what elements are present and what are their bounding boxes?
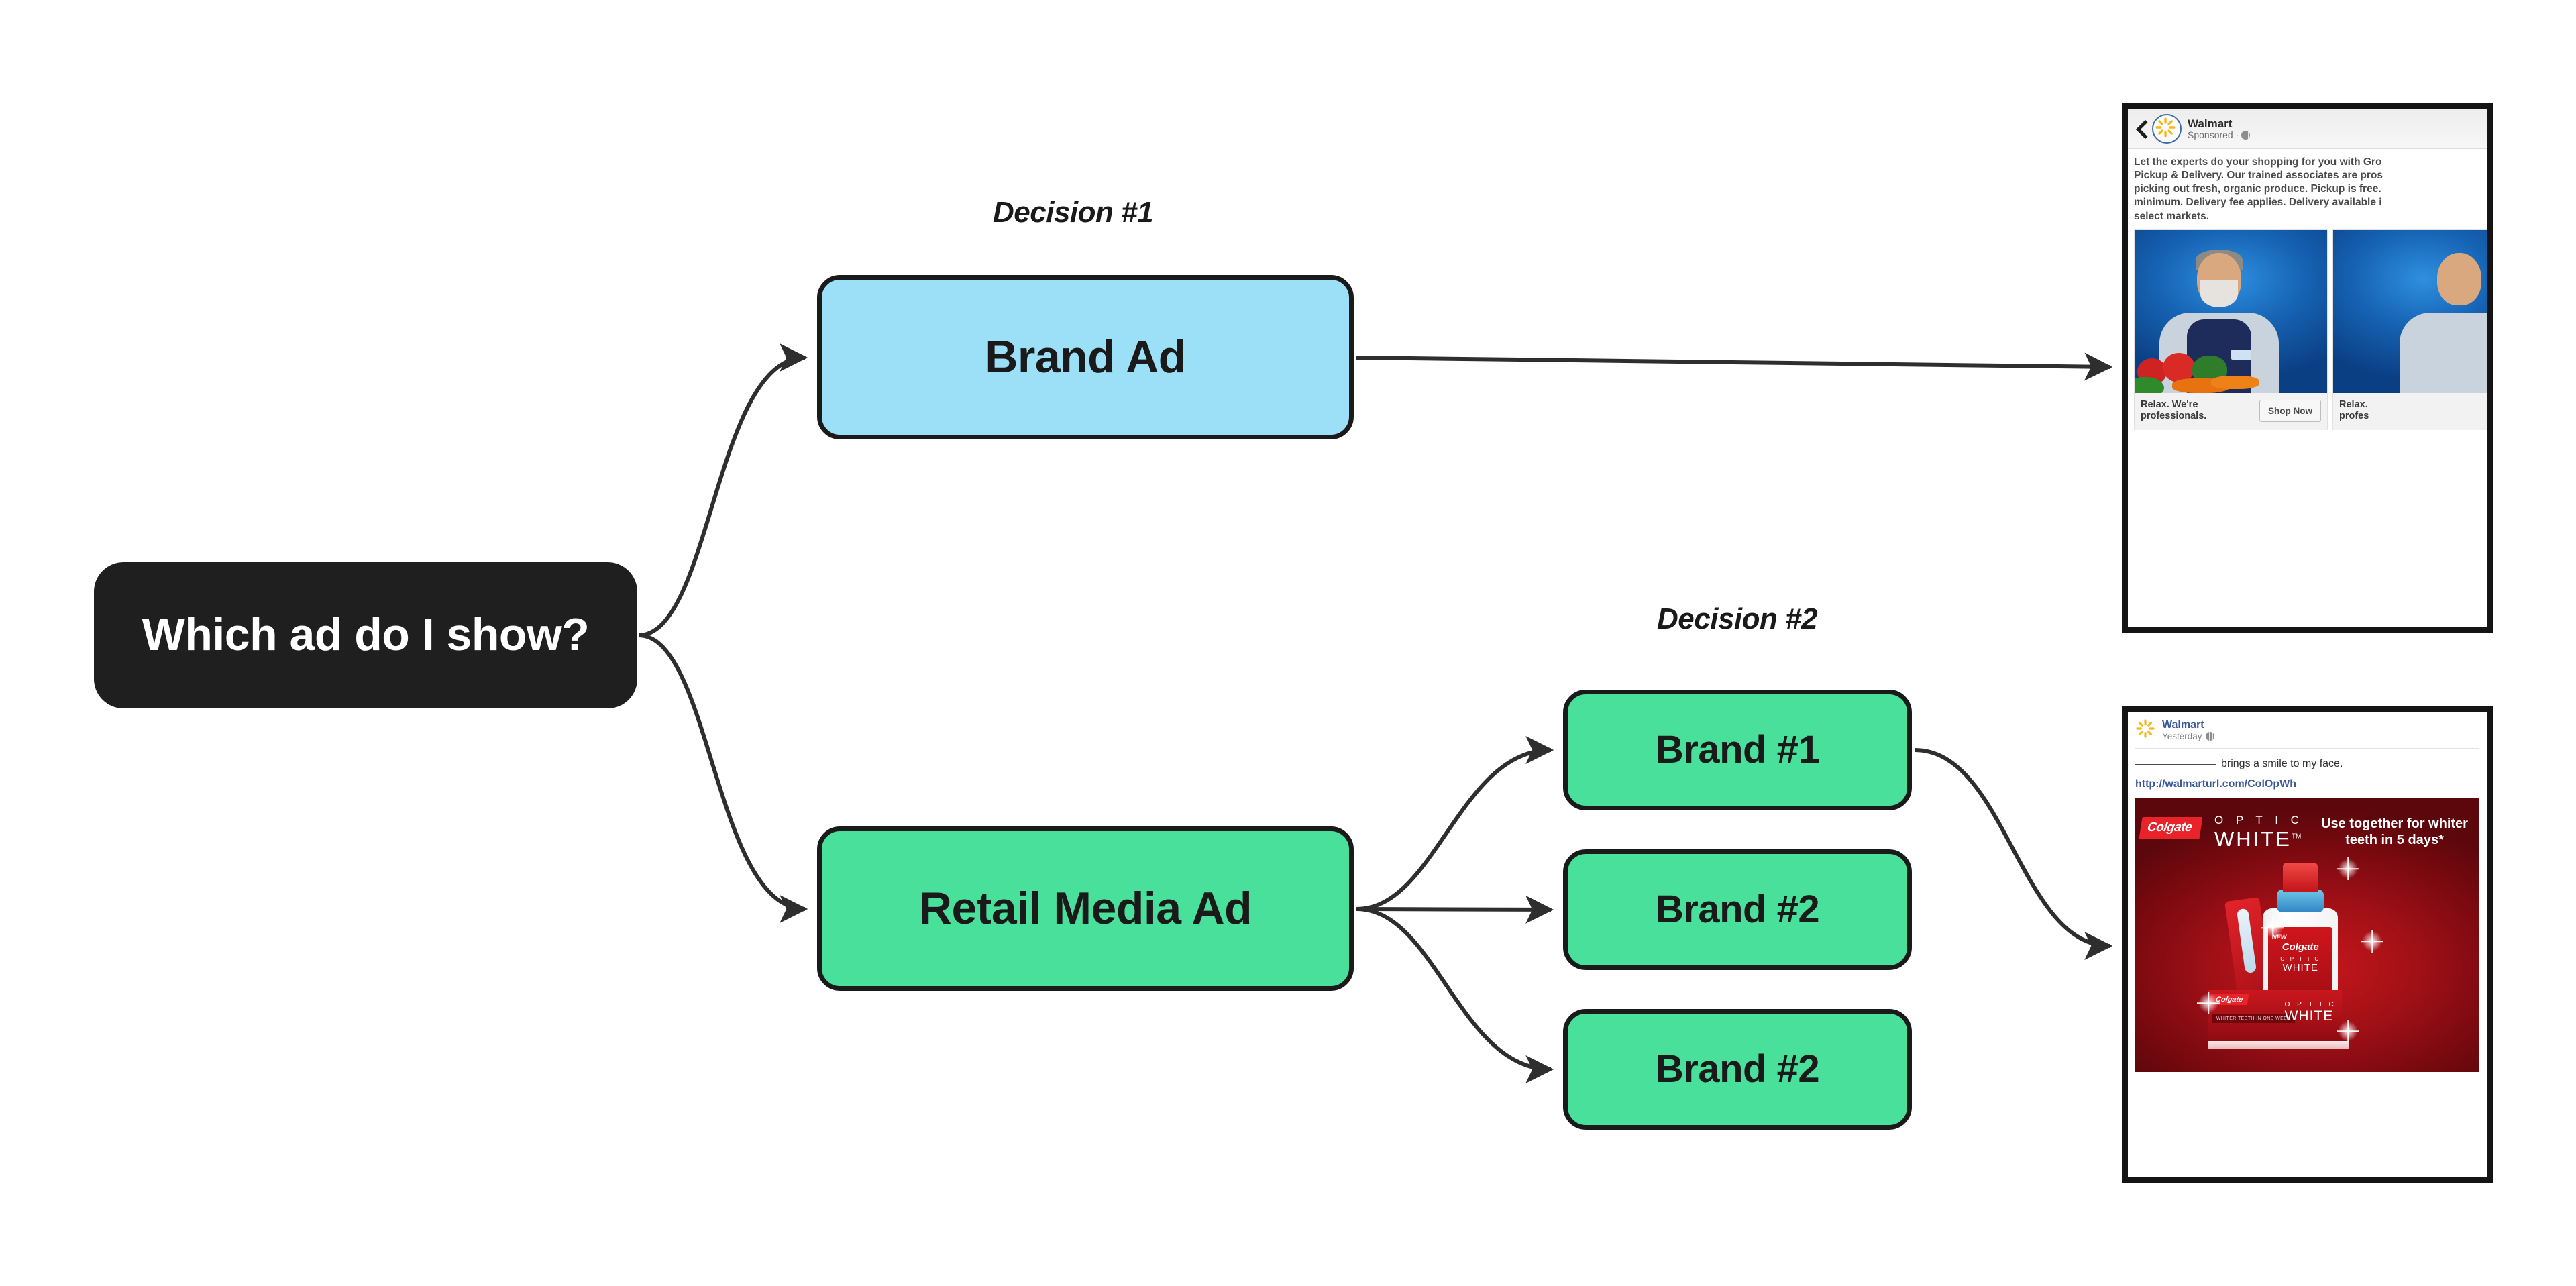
colgate-post-text: brings a smile to my face.: [2128, 749, 2487, 774]
walmart-sponsored-label: Sponsored ·: [2188, 129, 2239, 140]
divider: [2135, 748, 2479, 749]
grocery-associate-photo-partial: [2333, 229, 2487, 393]
colgate-link-url[interactable]: http://walmarturl.com/ColOpWh: [2135, 778, 2296, 790]
node-brand-2[interactable]: Brand #2: [1563, 849, 1912, 970]
walmart-ad-screenshot[interactable]: Walmart Sponsored · Let the experts do y…: [2122, 103, 2493, 633]
product-shelf: [2207, 1041, 2349, 1049]
walmart-ad-header: Walmart Sponsored ·: [2128, 109, 2487, 149]
slide-caption-line2: professionals.: [2141, 411, 2207, 422]
edge-brand-1-to-colgate-card: [1914, 748, 2113, 960]
walmart-body-line: picking out fresh, organic produce. Pick…: [2134, 183, 2381, 195]
carousel-slide[interactable]: Relax. profes: [2332, 229, 2487, 431]
white-line: WHITE: [2214, 827, 2292, 851]
bottle-white-line: WHITE: [2282, 962, 2318, 973]
carousel-slide[interactable]: Relax. We're professionals. Shop Now: [2134, 229, 2328, 431]
node-brand-1[interactable]: Brand #1: [1563, 690, 1912, 810]
node-brand-ad-label: Brand Ad: [985, 331, 1186, 382]
carton-wordmark: O P T I C WHITE: [2285, 1001, 2337, 1024]
colgate-ad-screenshot[interactable]: Walmart Yesterday brings a smile to my f…: [2122, 706, 2493, 1183]
toothpaste-carton-product: Colgate WHITER TEETH IN ONE WEEK O P T I…: [2207, 990, 2342, 1042]
walmart-page-identity: Walmart Sponsored ·: [2188, 117, 2251, 141]
node-retail-media-ad[interactable]: Retail Media Ad: [817, 826, 1354, 991]
tagline-line1: Use together for whiter: [2321, 816, 2468, 831]
slide-caption-line1: Relax. We're: [2141, 398, 2198, 410]
blank-line-icon: [2135, 764, 2216, 765]
edge-root-to-brand-ad: [638, 343, 808, 637]
edge-retail-to-brand-3: [1356, 907, 1554, 1083]
colgate-post-meta: Yesterday: [2162, 731, 2214, 741]
colgate-tagline: Use together for whiter teeth in 5 days*: [2319, 816, 2470, 849]
bottle-optic-line: O P T I C: [2280, 956, 2321, 962]
carton-optic-line: O P T I C: [2284, 1001, 2337, 1008]
carousel-slide-caption: Relax. We're professionals. Shop Now: [2135, 392, 2327, 431]
colgate-optic-white-creative: Colgate O P T I C WHITETM Use together f…: [2135, 798, 2479, 1072]
bottle-new-flag: NEW: [2272, 934, 2287, 941]
walmart-ad-meta: Sponsored ·: [2188, 129, 2251, 141]
decision-1-label: Decision #1: [993, 196, 1154, 229]
tagline-line2: teeth in 5 days*: [2345, 833, 2444, 848]
carton-brand: Colgate: [2209, 994, 2249, 1005]
walmart-body-line: Let the experts do your shopping for you…: [2134, 156, 2382, 168]
colgate-ad-header: Walmart Yesterday: [2128, 712, 2487, 747]
carousel-slide-caption: Relax. profes: [2333, 392, 2487, 431]
colgate-logo: Colgate: [2139, 817, 2203, 839]
grocery-associate-photo: [2135, 229, 2327, 393]
node-brand-1-label: Brand #1: [1655, 727, 1820, 771]
shop-now-button[interactable]: Shop Now: [2259, 399, 2321, 422]
edge-brand-ad-to-walmart-card: [1356, 352, 2113, 381]
node-retail-media-ad-label: Retail Media Ad: [918, 882, 1252, 934]
walmart-spark-icon: [2135, 718, 2155, 742]
sparkle-icon: [2361, 930, 2383, 953]
globe-icon: [2241, 131, 2251, 140]
node-root-label: Which ad do I show?: [142, 609, 590, 661]
node-which-ad-do-i-show[interactable]: Which ad do I show?: [94, 562, 637, 708]
optic-line: O P T I C: [2214, 814, 2304, 826]
walmart-body-line: minimum. Delivery fee applies. Delivery …: [2134, 197, 2382, 209]
slide-caption-line2: profes: [2339, 411, 2369, 422]
walmart-ad-body: Let the experts do your shopping for you…: [2128, 149, 2487, 229]
walmart-body-line: Pickup & Delivery. Our trained associate…: [2134, 170, 2383, 182]
optic-white-wordmark: O P T I C WHITETM: [2214, 814, 2304, 851]
node-brand-ad[interactable]: Brand Ad: [817, 275, 1354, 439]
carton-claim: WHITER TEETH IN ONE WEEK: [2211, 1014, 2296, 1023]
colgate-post-text-value: brings a smile to my face.: [2221, 758, 2343, 769]
edge-retail-to-brand-1: [1356, 736, 1554, 911]
carton-white-line: WHITE: [2284, 1008, 2334, 1024]
colgate-post-identity: Walmart Yesterday: [2162, 719, 2214, 742]
edge-root-to-retail-media-ad: [638, 633, 808, 923]
globe-icon: [2205, 732, 2214, 741]
walmart-ad-carousel[interactable]: Relax. We're professionals. Shop Now Rel…: [2128, 229, 2487, 431]
node-brand-3[interactable]: Brand #2: [1563, 1009, 1912, 1130]
node-brand-3-label: Brand #2: [1655, 1047, 1820, 1091]
walmart-body-line: select markets.: [2134, 210, 2210, 222]
node-brand-2-label: Brand #2: [1655, 887, 1820, 931]
produce-illustration: [2135, 346, 2275, 393]
slide-caption-line1: Relax.: [2339, 398, 2368, 410]
bottle-brand: Colgate: [2282, 941, 2319, 953]
back-chevron-icon[interactable]: [2133, 117, 2149, 140]
decision-2-label: Decision #2: [1657, 602, 1818, 635]
walmart-page-name: Walmart: [2188, 117, 2233, 130]
colgate-timestamp: Yesterday: [2162, 731, 2202, 741]
colgate-page-name: Walmart: [2162, 718, 2204, 731]
edge-retail-to-brand-2: [1356, 895, 1554, 924]
walmart-spark-icon: [2152, 114, 2182, 144]
